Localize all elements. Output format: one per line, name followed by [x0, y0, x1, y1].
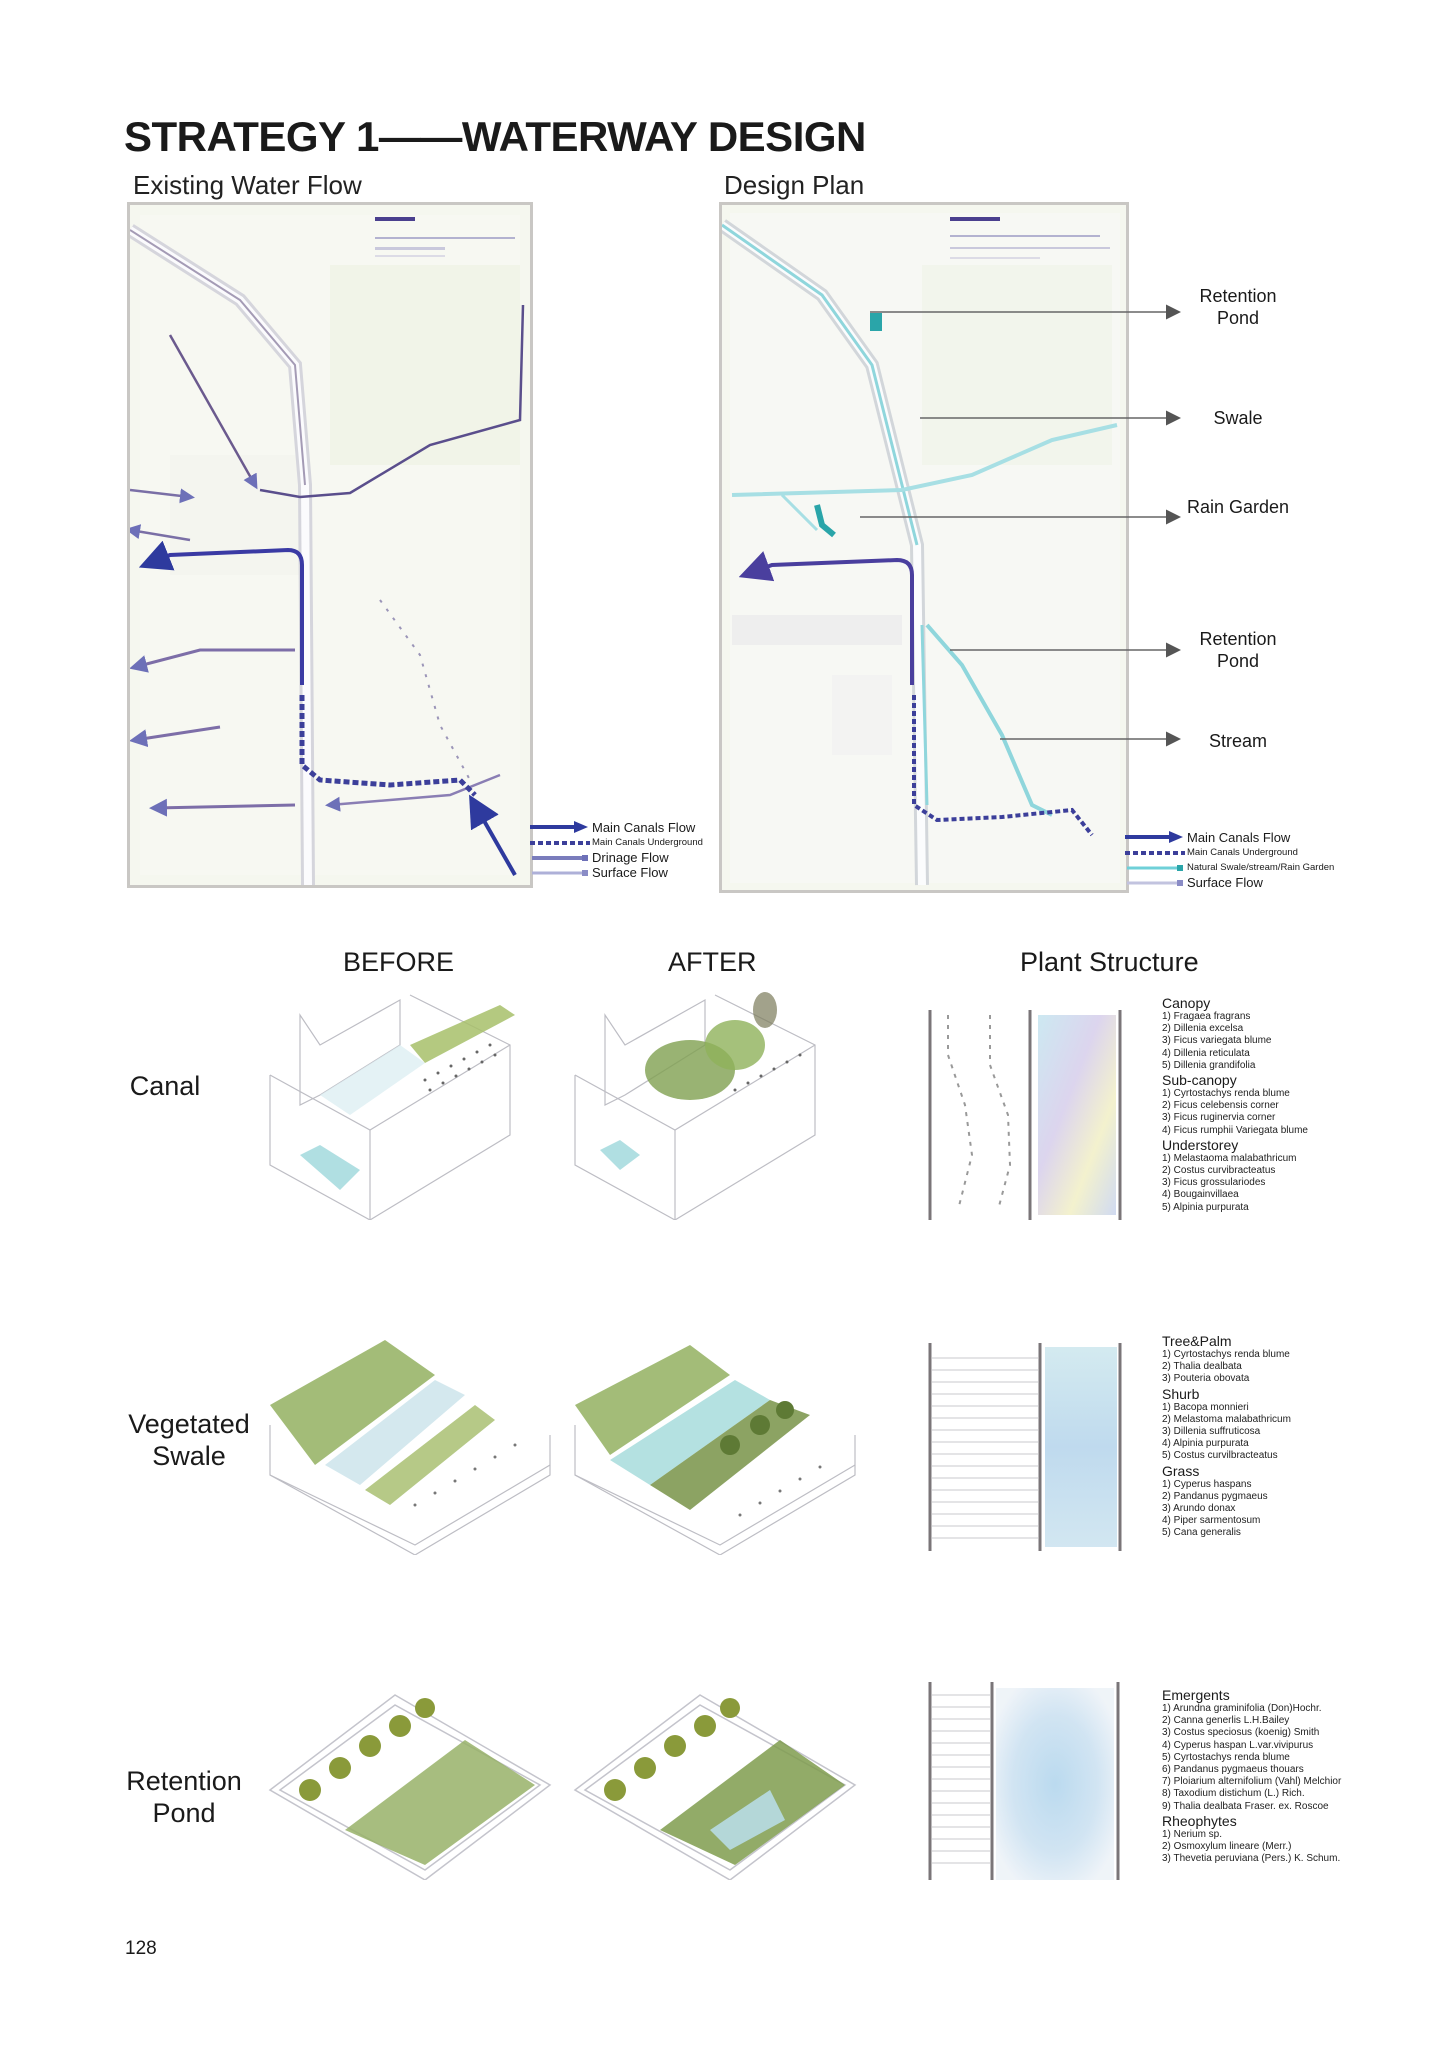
- row-label-vegetated-swale: Vegetated Swale: [128, 1409, 250, 1471]
- legend-main-canals-flow: Main Canals Flow: [530, 820, 703, 835]
- legend-surface-flow: Surface Flow: [1125, 875, 1334, 890]
- design-plan-heading: Design Plan: [724, 170, 865, 200]
- canal-after-diagram: [574, 992, 816, 1220]
- legend-main-canals-underground: Main Canals Underground: [530, 835, 703, 850]
- arrow-swatch-icon: [1125, 830, 1185, 845]
- pond-before-diagram: [268, 1694, 552, 1880]
- callout-retention-pond-bottom: Retention Pond: [1199, 629, 1277, 671]
- legend-main-canals-underground: Main Canals Underground: [1125, 845, 1334, 860]
- pond-plant-list: Emergents 1) Arundna graminifolia (Don)H…: [1162, 1687, 1342, 1865]
- design-map-legend: Main Canals Flow Main Canals Underground…: [1125, 830, 1334, 890]
- canal-plant-structure-diagram: [928, 1010, 1122, 1220]
- arrow-swatch-icon: [530, 820, 590, 835]
- callout-swale: Swale: [1213, 408, 1263, 428]
- legend-drinage-flow: Drinage Flow: [530, 850, 703, 865]
- existing-water-flow-map: [127, 202, 533, 888]
- callout-stream: Stream: [1208, 731, 1268, 751]
- swale-after-diagram: [574, 1345, 856, 1555]
- line-swatch-icon: [1125, 860, 1185, 875]
- swale-plant-structure-diagram: [928, 1343, 1122, 1551]
- canal-plant-list: Canopy 1) Fragaea fragrans 2) Dillenia e…: [1162, 995, 1308, 1213]
- legend-natural-swale: Natural Swale/stream/Rain Garden: [1125, 860, 1334, 875]
- legend-surface-flow: Surface Flow: [530, 865, 703, 880]
- existing-flow-lines: [130, 215, 525, 885]
- existing-map-legend: Main Canals Flow Main Canals Underground…: [530, 820, 703, 880]
- column-header-before: BEFORE: [343, 947, 455, 977]
- swale-before-diagram: [269, 1340, 551, 1555]
- pond-plant-structure-diagram: [928, 1682, 1120, 1880]
- dashed-swatch-icon: [1125, 845, 1185, 860]
- page-number: 128: [125, 1938, 157, 1959]
- callout-rain-garden: Rain Garden: [1186, 497, 1290, 517]
- column-header-after: AFTER: [668, 947, 757, 977]
- column-header-plant-structure: Plant Structure: [1020, 947, 1199, 977]
- canal-before-diagram: [269, 994, 515, 1220]
- design-plan-map: [719, 202, 1129, 893]
- row-label-retention-pond: Retention Pond: [126, 1766, 242, 1828]
- callout-retention-pond-top: Retention Pond: [1199, 286, 1277, 328]
- existing-water-flow-heading: Existing Water Flow: [133, 170, 362, 200]
- line-swatch-icon: [1125, 875, 1185, 890]
- line-swatch-icon: [530, 865, 590, 880]
- callout-leader-lines: [860, 304, 1181, 747]
- dashed-swatch-icon: [530, 835, 590, 850]
- swale-plant-list: Tree&Palm 1) Cyrtostachys renda blume 2)…: [1162, 1333, 1291, 1539]
- design-flow-lines: [722, 213, 1120, 886]
- row-label-canal: Canal: [129, 1071, 201, 1101]
- line-swatch-icon: [530, 850, 590, 865]
- page-title: STRATEGY 1——WATERWAY DESIGN: [124, 113, 866, 160]
- legend-main-canals-flow: Main Canals Flow: [1125, 830, 1334, 845]
- pond-after-diagram: [573, 1694, 857, 1880]
